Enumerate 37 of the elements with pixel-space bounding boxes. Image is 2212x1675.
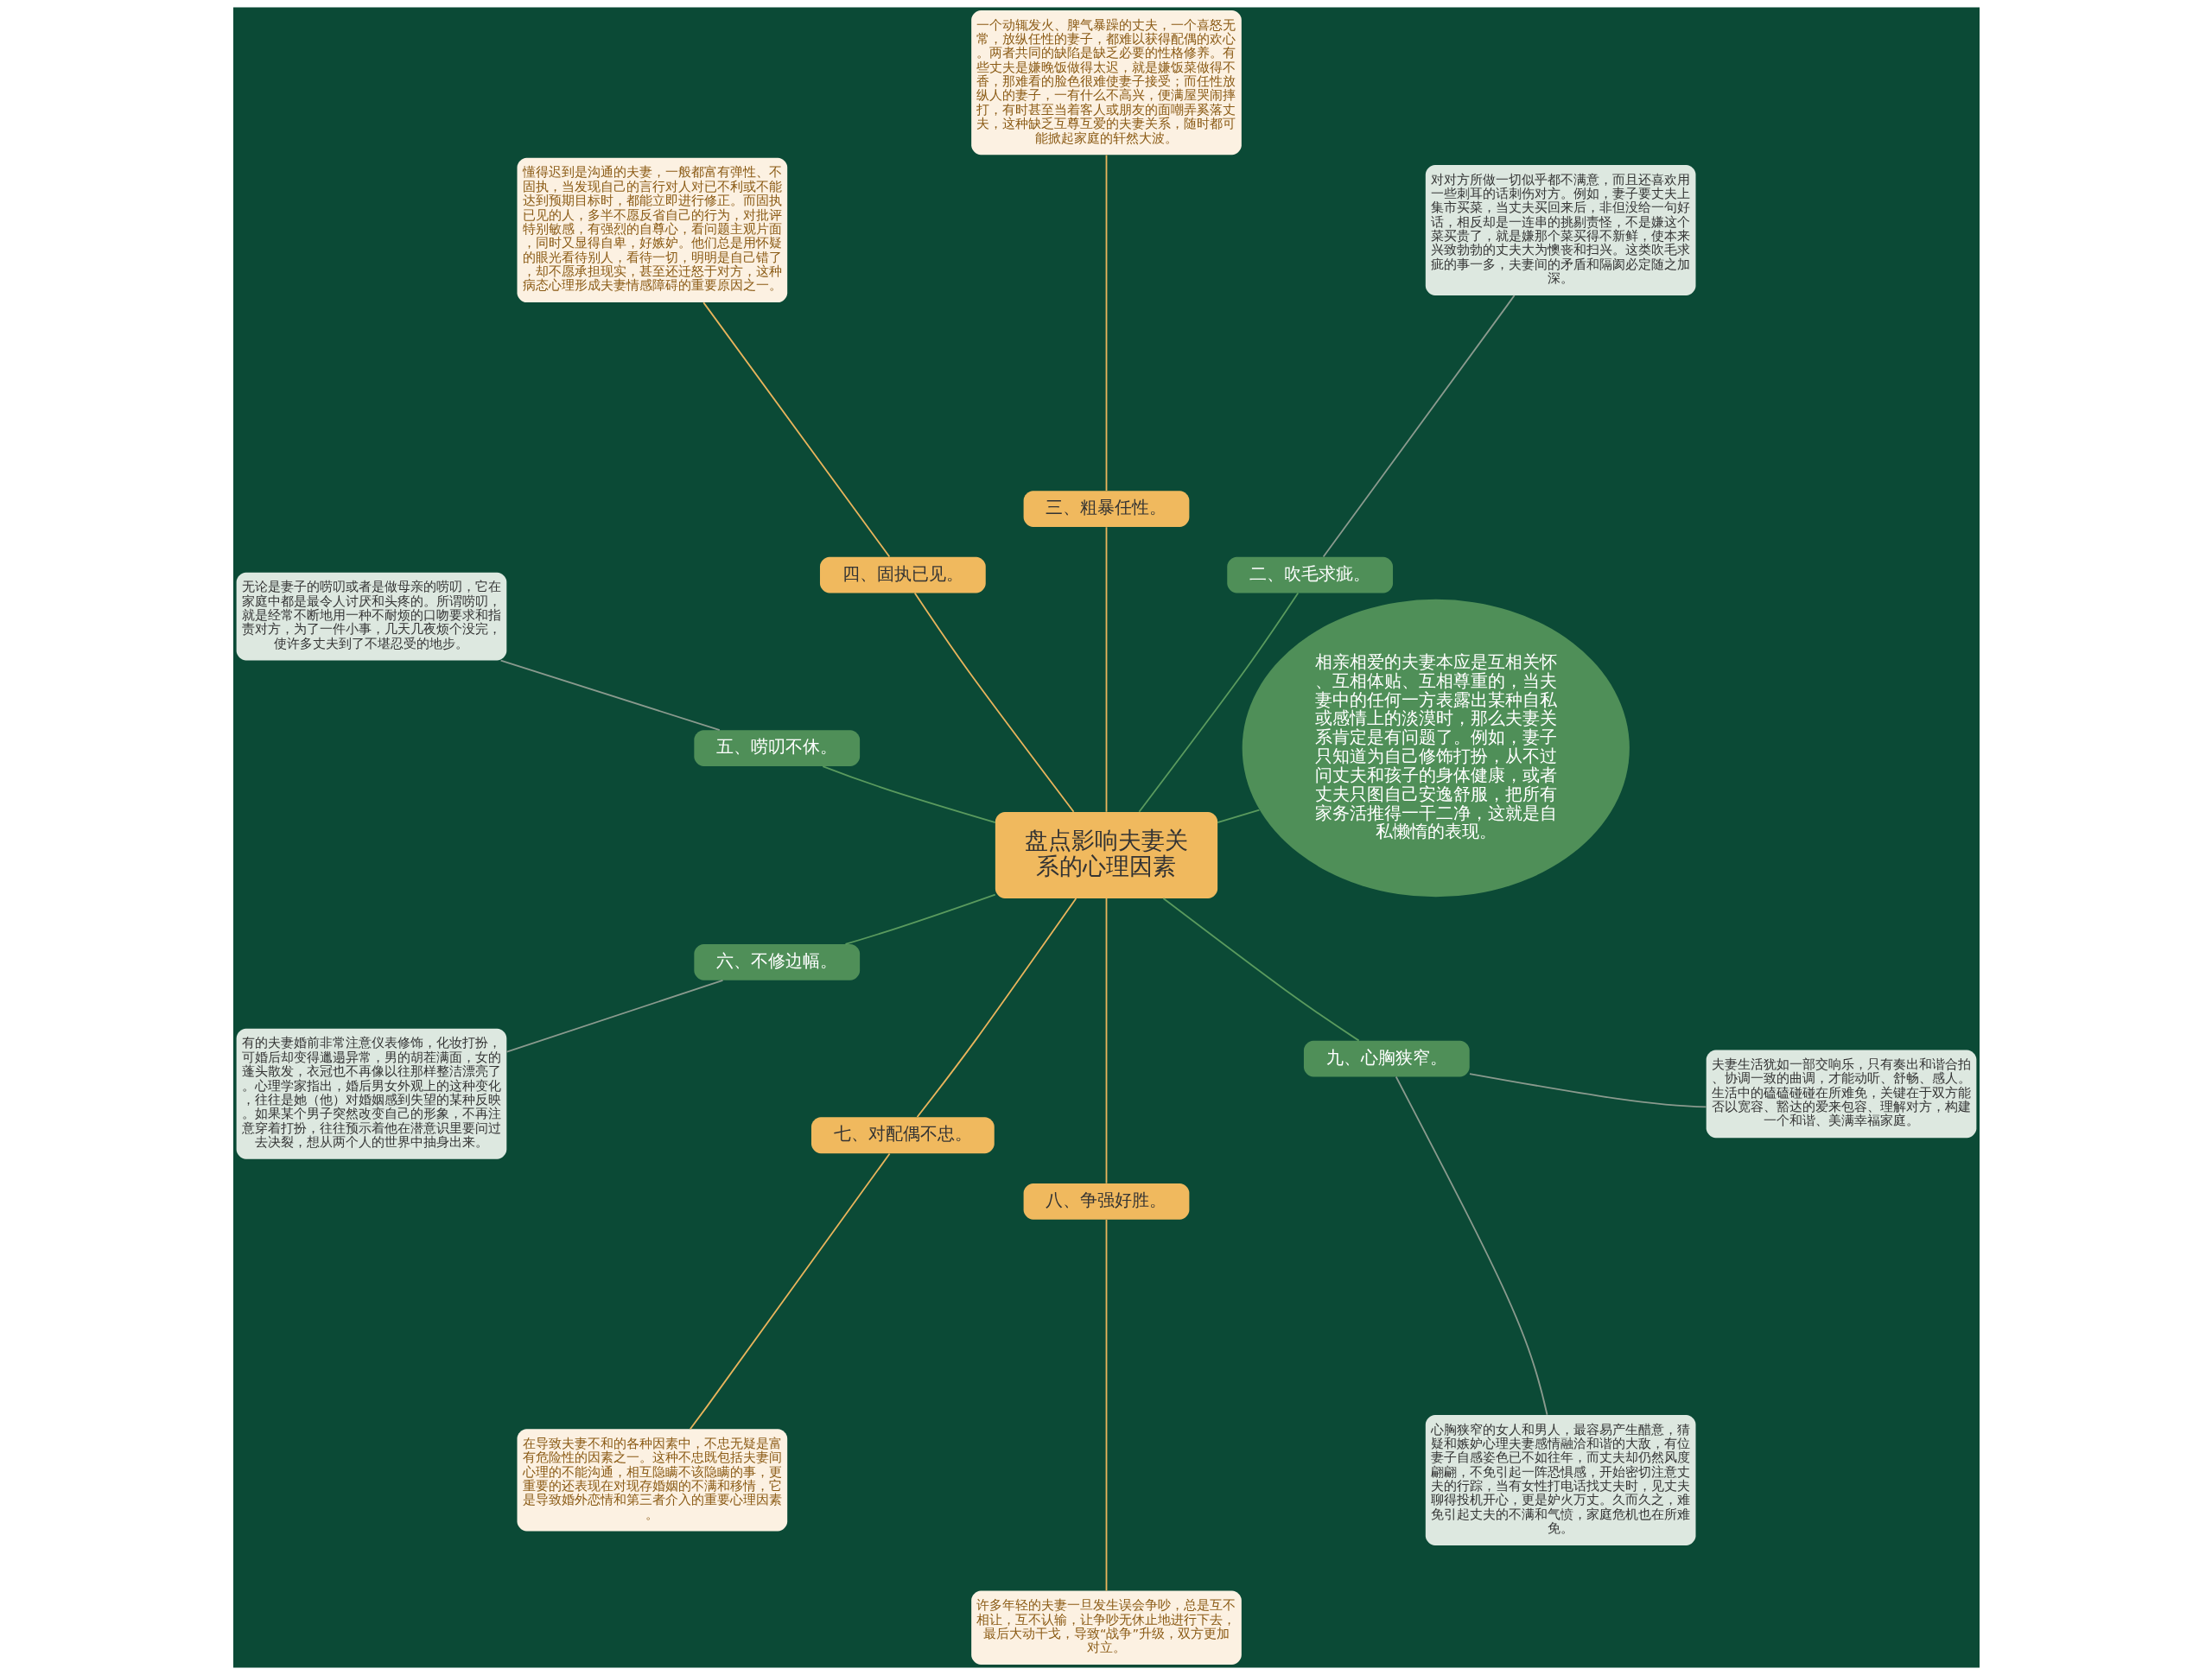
connector xyxy=(1468,1073,1707,1108)
node-box: 七、对配偶不忠。 xyxy=(810,1117,995,1154)
connector xyxy=(916,898,1077,1118)
node-box: 在导致夫妻不和的各种因素中，不忠无疑是富有危险性的因素之一。这种不忠既包括夫妻间心理的不能沟通，相互隐瞒不该隐瞒的事，更重要的还表现在对现存婚姻的不满和移情，它是导致婚外恋情和第三者介入的重要心理因素。 xyxy=(517,1429,787,1532)
node-box: 懂得迟到是沟通的夫妻，一般都富有弹性、不固执，当发现自己的言行对人对已不利或不能达到预期目标时，都能立即进行修正。而固执已见的人，多半不愿反省自己的行为，对批评特别敏感，有强烈的自尊心，看问题主观片面，同时又显得自卑，好嫉妒。他们总是用怀疑的眼光看待别人，看待一切，明明是自己错了，却不愿承担现实，甚至还迁怒于对方，这种病态心理形成夫妻情感障碍的重要原因之一。 xyxy=(517,157,787,303)
connector xyxy=(1105,898,1107,1184)
node-box: 对对方所做一切似乎都不满意，而且还喜欢用一些刺耳的话刺伤对方。例如，妻子要丈夫上集市买菜，当丈夫买回来后，非但没给一句好话，相反却是一连串的挑剔责怪，不是嫌这个菜买贵了，就是嫌那个菜买得不新鲜，使本来兴致勃勃的丈夫大为懊丧和扫兴。这类吹毛求疵的事一多，夫妻间的矛盾和隔阂必定随之加深。 xyxy=(1425,165,1695,295)
connector xyxy=(702,301,890,558)
connector xyxy=(505,979,723,1053)
connector xyxy=(1216,809,1260,823)
connector xyxy=(1322,295,1516,558)
connector xyxy=(913,592,1074,813)
node-box: 有的夫妻婚前非常注意仪表修饰，化妆打扮，可婚后却变得邋遢异常，男的胡茬满面，女的蓬头散发，衣冠也不再像以往那样整洁漂亮了。心理学家指出，婚后男女外观上的这种变化，往往是她（他）对婚姻感到失望的某种反映。如果某个男子突然改变自己的形象，不再注意穿着打扮，往往预示着他在潜意识里要问过去决裂，想从两个人的世界中抽身出来。 xyxy=(236,1028,506,1159)
node-box: 四、固执已见。 xyxy=(819,556,986,593)
node-box: 盘点影响夫妻关系的心理因素 xyxy=(995,811,1217,898)
node-box: 一个动辄发火、脾气暴躁的丈夫，一个喜怒无常，放纵任性的妻子，都难以获得配偶的欢心。两者共同的缺陷是缺乏必要的性格修养。有些丈夫是嫌晚饭做得太迟，就是嫌饭菜做得不香，那难看的脸色很难使妻子接受；而任性放纵人的妻子，一有什么不高兴，便满屋哭闹摔打，有时甚至当着客人或朋友的面嘲弄奚落丈夫，这种缺乏互尊互爱的夫妻关系，随时都可能掀起家庭的轩然大波。 xyxy=(970,10,1242,155)
node-box: 许多年轻的夫妻一旦发生误会争吵，总是互不相让，互不认输，让争吵无休止地进行下去，最后大动干戈，导致“战争”升级，双方更加对立。 xyxy=(970,1590,1242,1665)
node-ellipse: 相亲相爱的夫妻本应是互相关怀、互相体贴、互相尊重的，当夫妻中的任何一方表露出某种自私或感情上的淡漠时，那么夫妻关系肯定是有问题了。例如，妻子只知道为自己修饰打扮，从不过问丈夫和孩子的身体健康，或者丈夫只图自己安逸舒服，把所有家务活推得一干二净，这就是自私懒惰的表现。 xyxy=(1242,599,1630,898)
connector xyxy=(1105,526,1107,813)
connector xyxy=(1105,1219,1107,1592)
connector xyxy=(689,1152,890,1431)
connector xyxy=(844,893,996,945)
connector xyxy=(1162,898,1360,1042)
node-box: 八、争强好胜。 xyxy=(1023,1183,1189,1220)
connector xyxy=(499,659,721,732)
node-box: 五、唠叨不休。 xyxy=(693,730,860,766)
node-box: 心胸狭窄的女人和男人，最容易产生醋意，猜疑和嫉妒心理夫妻感情融洽和谐的大敌，有位妻子自感姿色已不如往年，而丈夫却仍然风度翩翩，不免引起一阵恐惧感，开始密切注意丈夫的行踪，当有女性打电话找丈夫时，见丈夫聊得投机开心，更是妒火万丈。久而久之，难免引起丈夫的不满和气愤，家庭危机也在所难免。 xyxy=(1425,1415,1695,1545)
connector xyxy=(1395,1075,1548,1416)
node-box: 六、不修边幅。 xyxy=(693,943,860,980)
connector xyxy=(1105,154,1107,492)
node-box: 三、粗暴任性。 xyxy=(1023,491,1189,527)
node-box: 无论是妻子的唠叨或者是做母亲的唠叨，它在家庭中都是最令人讨厌和头疼的。所谓唠叨，就是经常不断地用一种不耐烦的口吻要求和指责对方，为了一件小事，几天几夜烦个没完，使许多丈夫到了不堪忍受的地步。 xyxy=(236,572,506,661)
connector xyxy=(821,765,996,823)
connector xyxy=(1138,592,1299,813)
node-box: 二、吹毛求疵。 xyxy=(1226,556,1393,593)
node-box: 夫妻生活犹如一部交响乐，只有奏出和谐合拍、协调一致的曲调，才能动听、舒畅、感人。生活中的磕磕碰碰在所难免，关键在于双方能否以宽容、豁达的爱来包容、理解对方，构建一个和谐、美满幸福家庭。 xyxy=(1706,1050,1976,1139)
node-box: 九、心胸狭窄。 xyxy=(1303,1040,1470,1077)
